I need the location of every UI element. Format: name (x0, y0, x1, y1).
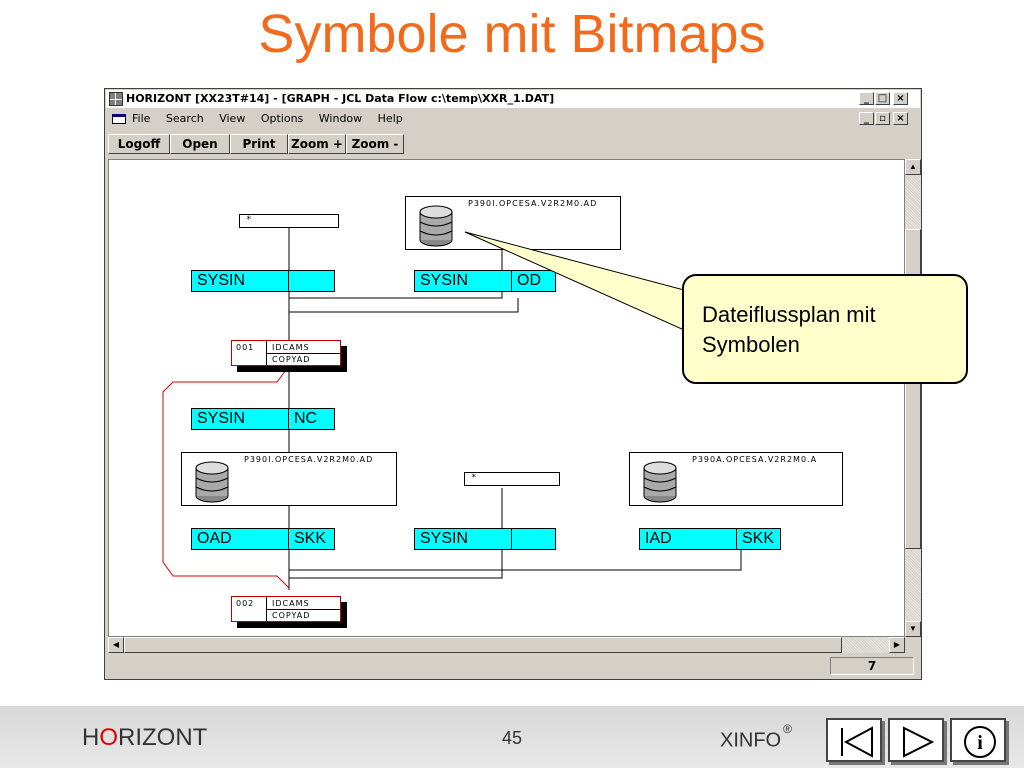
vertical-scrollbar[interactable]: ▲ ▼ (905, 159, 921, 637)
logoff-button[interactable]: Logoff (108, 134, 170, 154)
dd-qualifier: NC (288, 409, 334, 429)
dd-bar[interactable]: OAD SKK (191, 528, 335, 550)
horizontal-scrollbar[interactable]: ◀ ▶ (108, 637, 905, 653)
callout-note: Dateiflussplan mit Symbolen (682, 274, 968, 384)
child-close-button[interactable]: × (893, 112, 908, 125)
dataset-label: P390I.OPCESA.V2R2M0.AD (244, 455, 374, 464)
menu-window[interactable]: Window (318, 112, 363, 125)
zoom-out-button[interactable]: Zoom - (346, 134, 404, 154)
step-name: COPYAD (272, 355, 311, 364)
menu-search[interactable]: Search (165, 112, 204, 125)
dd-qualifier: SKK (288, 529, 334, 549)
step-name: COPYAD (272, 611, 311, 620)
toolbar: Logoff Open Print Zoom + Zoom - (106, 131, 920, 157)
slide-footer: HORIZONT 45 XINFO® i (0, 706, 1024, 768)
application-window: HORIZONT [XX23T#14] - [GRAPH - JCL Data … (104, 88, 922, 680)
product-name: XINFO® (720, 722, 792, 752)
horizontal-scroll-thumb[interactable] (124, 637, 842, 653)
svg-text:i: i (977, 732, 983, 754)
dd-bar[interactable]: SYSIN NC (191, 408, 335, 430)
menu-view[interactable]: View (219, 112, 246, 125)
maximize-button[interactable]: □ (875, 92, 890, 105)
print-button[interactable]: Print (230, 134, 288, 154)
graph-canvas[interactable]: * * P390I.OPCESA.V2R2M0.AD P390I.OPCESA.… (108, 159, 905, 637)
document-icon[interactable] (112, 114, 126, 124)
menu-help[interactable]: Help (377, 112, 403, 125)
dataset-box[interactable]: P390I.OPCESA.V2R2M0.AD (181, 452, 397, 506)
window-titlebar[interactable]: HORIZONT [XX23T#14] - [GRAPH - JCL Data … (106, 90, 920, 108)
first-icon[interactable] (826, 718, 882, 762)
child-restore-button[interactable]: ▫ (875, 112, 890, 125)
next-icon[interactable] (888, 718, 944, 762)
dd-bar[interactable]: IAD SKK (639, 528, 781, 550)
disk-icon (195, 461, 229, 503)
scroll-right-icon[interactable]: ▶ (889, 637, 905, 653)
dd-name: SYSIN (197, 410, 246, 427)
dd-qualifier: SKK (736, 529, 780, 549)
callout-line: Symbolen (702, 332, 800, 357)
dd-qualifier: OD (511, 271, 555, 291)
close-button[interactable]: × (893, 92, 908, 105)
minimize-button[interactable]: _ (859, 92, 874, 105)
disk-icon (419, 205, 453, 247)
menu-options[interactable]: Options (260, 112, 304, 125)
scroll-up-icon[interactable]: ▲ (905, 159, 921, 175)
inline-data-box[interactable]: * (464, 472, 560, 486)
status-field: 7 (830, 657, 914, 675)
info-icon[interactable]: i (950, 718, 1006, 762)
dataset-box[interactable]: P390A.OPCESA.V2R2M0.A (629, 452, 843, 506)
menu-file[interactable]: File (132, 112, 151, 125)
step-number: 001 (236, 343, 255, 352)
dd-name: OAD (197, 530, 232, 547)
job-step[interactable]: 002 IDCAMS COPYAD (231, 596, 341, 622)
step-program: IDCAMS (272, 343, 310, 352)
dataset-box[interactable]: P390I.OPCESA.V2R2M0.AD (405, 196, 621, 250)
dd-name: SYSIN (197, 272, 246, 289)
slide-title: Symbole mit Bitmaps (258, 4, 766, 64)
step-program: IDCAMS (272, 599, 310, 608)
menu-bar: File Search View Options Window Help _ ▫… (106, 109, 920, 129)
step-number: 002 (236, 599, 255, 608)
dataset-label: P390I.OPCESA.V2R2M0.AD (468, 199, 598, 208)
dd-name: IAD (645, 530, 672, 547)
zoom-in-button[interactable]: Zoom + (288, 134, 346, 154)
dd-name: SYSIN (420, 272, 469, 289)
dd-name: SYSIN (420, 530, 469, 547)
app-icon[interactable] (109, 92, 123, 106)
status-bar: 7 (108, 655, 918, 677)
brand-logo: HORIZONT (82, 724, 208, 751)
scroll-down-icon[interactable]: ▼ (905, 621, 921, 637)
dd-bar[interactable]: SYSIN OD (414, 270, 556, 292)
scroll-left-icon[interactable]: ◀ (108, 637, 124, 653)
window-title: HORIZONT [XX23T#14] - [GRAPH - JCL Data … (126, 92, 555, 105)
dd-qualifier (511, 529, 555, 549)
dd-bar[interactable]: SYSIN (414, 528, 556, 550)
job-step[interactable]: 001 IDCAMS COPYAD (231, 340, 341, 366)
dataset-label: P390A.OPCESA.V2R2M0.A (692, 455, 818, 464)
child-minimize-button[interactable]: _ (859, 112, 874, 125)
inline-data-box[interactable]: * (239, 214, 339, 228)
dd-qualifier (288, 271, 334, 291)
disk-icon (643, 461, 677, 503)
callout-line: Dateiflussplan mit (702, 302, 876, 327)
open-button[interactable]: Open (170, 134, 230, 154)
dd-bar[interactable]: SYSIN (191, 270, 335, 292)
page-number: 45 (501, 728, 523, 748)
